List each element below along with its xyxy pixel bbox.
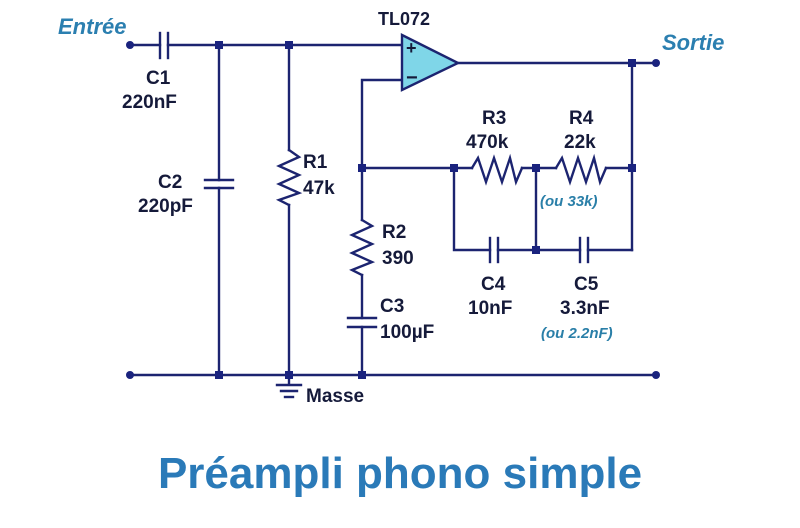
r2-value: 390 bbox=[382, 248, 414, 269]
resistor-r4 bbox=[554, 153, 608, 186]
r3-name: R3 bbox=[482, 108, 506, 129]
input-label: Entrée bbox=[58, 14, 126, 39]
c4-value: 10nF bbox=[468, 298, 512, 319]
r3-value: 470k bbox=[466, 132, 509, 153]
c1-name: C1 bbox=[146, 68, 171, 89]
c4-name: C4 bbox=[481, 274, 506, 295]
c2-name: C2 bbox=[158, 172, 182, 193]
capacitor-c3 bbox=[346, 316, 378, 329]
c3-value: 100µF bbox=[380, 322, 434, 343]
junction-nodes bbox=[126, 41, 660, 379]
capacitor-c1 bbox=[158, 31, 170, 60]
r4-name: R4 bbox=[569, 108, 594, 129]
resistor-r2 bbox=[349, 218, 376, 277]
wires bbox=[128, 43, 657, 386]
r1-value: 47k bbox=[303, 178, 335, 199]
opamp-plus-sign: + bbox=[406, 38, 417, 58]
r2-name: R2 bbox=[382, 222, 406, 243]
capacitor-c4 bbox=[488, 236, 500, 264]
resistor-r1 bbox=[275, 148, 303, 207]
diagram-title: Préampli phono simple bbox=[158, 449, 642, 498]
c3-name: C3 bbox=[380, 296, 404, 317]
opamp-tl072: + − bbox=[400, 33, 461, 92]
output-label: Sortie bbox=[662, 30, 724, 55]
capacitor-c5 bbox=[578, 236, 590, 264]
capacitor-c2 bbox=[203, 178, 235, 190]
c5-name: C5 bbox=[574, 274, 599, 295]
c5-value: 3.3nF bbox=[560, 298, 610, 319]
c5-alt-value: (ou 2.2nF) bbox=[541, 325, 613, 342]
c1-value: 220nF bbox=[122, 92, 177, 113]
resistor-r3 bbox=[470, 153, 524, 186]
c2-value: 220pF bbox=[138, 196, 193, 217]
opamp-label: TL072 bbox=[378, 9, 430, 29]
ground-icon bbox=[275, 383, 303, 399]
r4-value: 22k bbox=[564, 132, 596, 153]
r1-name: R1 bbox=[303, 152, 328, 173]
opamp-minus-sign: − bbox=[406, 67, 418, 89]
ground-label: Masse bbox=[306, 386, 364, 407]
r4-alt-value: (ou 33k) bbox=[540, 193, 598, 210]
